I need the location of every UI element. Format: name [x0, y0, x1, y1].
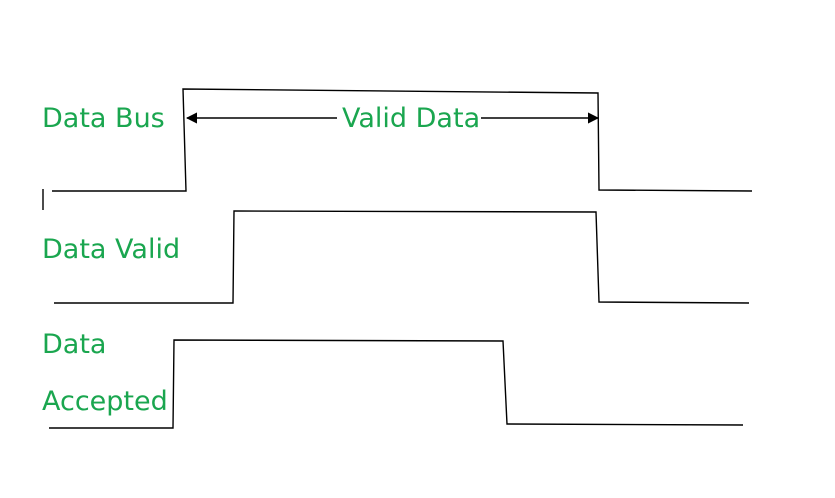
data-accepted-label-line2: Accepted	[42, 386, 168, 417]
data-bus-waveform	[52, 88, 753, 192]
data-accepted-label-line1: Data	[42, 329, 106, 360]
data-valid-waveform	[54, 210, 750, 304]
valid-data-label: Valid Data	[342, 103, 480, 134]
data-valid-label: Data Valid	[42, 234, 180, 265]
data-bus-label: Data Bus	[42, 103, 165, 134]
data-accepted-waveform	[49, 339, 744, 429]
